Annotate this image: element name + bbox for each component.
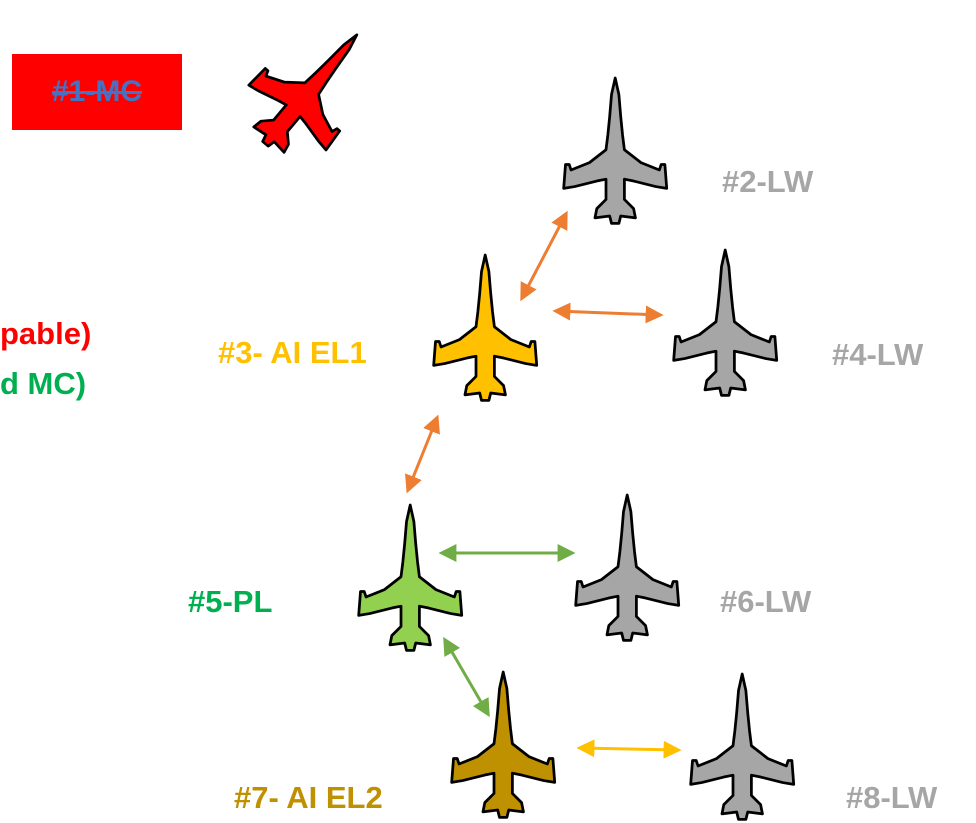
mc-badge: #1-MC xyxy=(12,54,182,130)
jet-5-pl-icon xyxy=(357,503,464,652)
label-lw8: #8-LW xyxy=(846,780,938,815)
mc-label: #1-MC xyxy=(51,75,142,108)
label-el1: #3- AI EL1 xyxy=(218,335,367,370)
label-lw4: #4-LW xyxy=(832,337,924,372)
jet-4-lw-icon xyxy=(672,248,779,397)
link-el2-lw8 xyxy=(576,739,682,759)
label-el2: #7- AI EL2 xyxy=(234,780,383,815)
label-lw6: #6-LW xyxy=(720,584,812,619)
jet-6-lw-icon xyxy=(574,493,681,642)
mc-badge-bg xyxy=(12,54,182,130)
link-pl-el2 xyxy=(443,636,490,718)
link-el1-lw2 xyxy=(520,210,568,302)
jet-7-el2-icon xyxy=(450,670,557,819)
link-el1-pl xyxy=(405,414,440,494)
legend-text-red: pable) xyxy=(0,316,92,351)
legend-text-green: d MC) xyxy=(0,366,87,401)
jet-8-lw-icon xyxy=(689,672,796,821)
label-pl: #5-PL xyxy=(188,584,273,619)
link-el1-lw4 xyxy=(552,302,664,324)
label-lw2: #2-LW xyxy=(722,164,814,199)
jet-1-mc-icon xyxy=(225,1,397,178)
jet-3-el1-icon xyxy=(432,253,539,402)
jet-2-lw-icon xyxy=(562,76,669,225)
